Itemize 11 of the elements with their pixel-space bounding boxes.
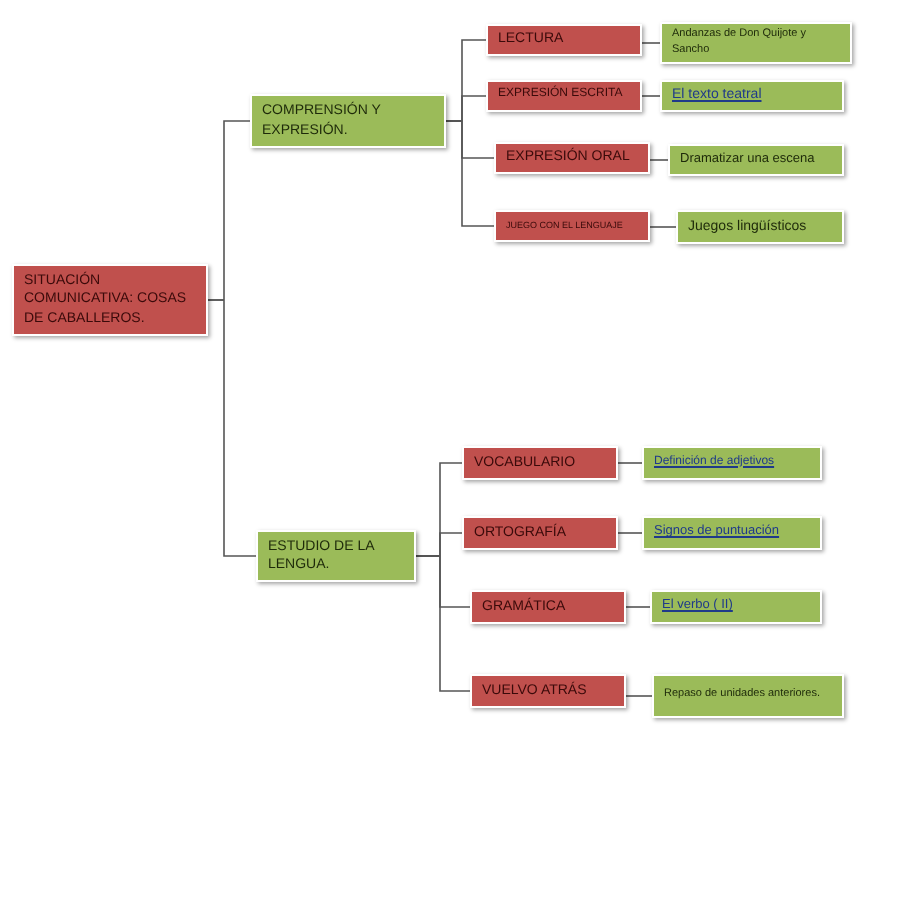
connector-line [641,42,661,44]
connector-line [445,120,495,227]
connector-line [617,532,643,534]
connector-line [625,606,651,608]
connector-line [617,462,643,464]
connector-line [207,299,257,557]
connector-line [625,695,653,697]
connector-line [649,226,677,228]
connector-line [641,95,661,97]
connector-line [649,159,669,161]
connector-line [415,555,471,692]
